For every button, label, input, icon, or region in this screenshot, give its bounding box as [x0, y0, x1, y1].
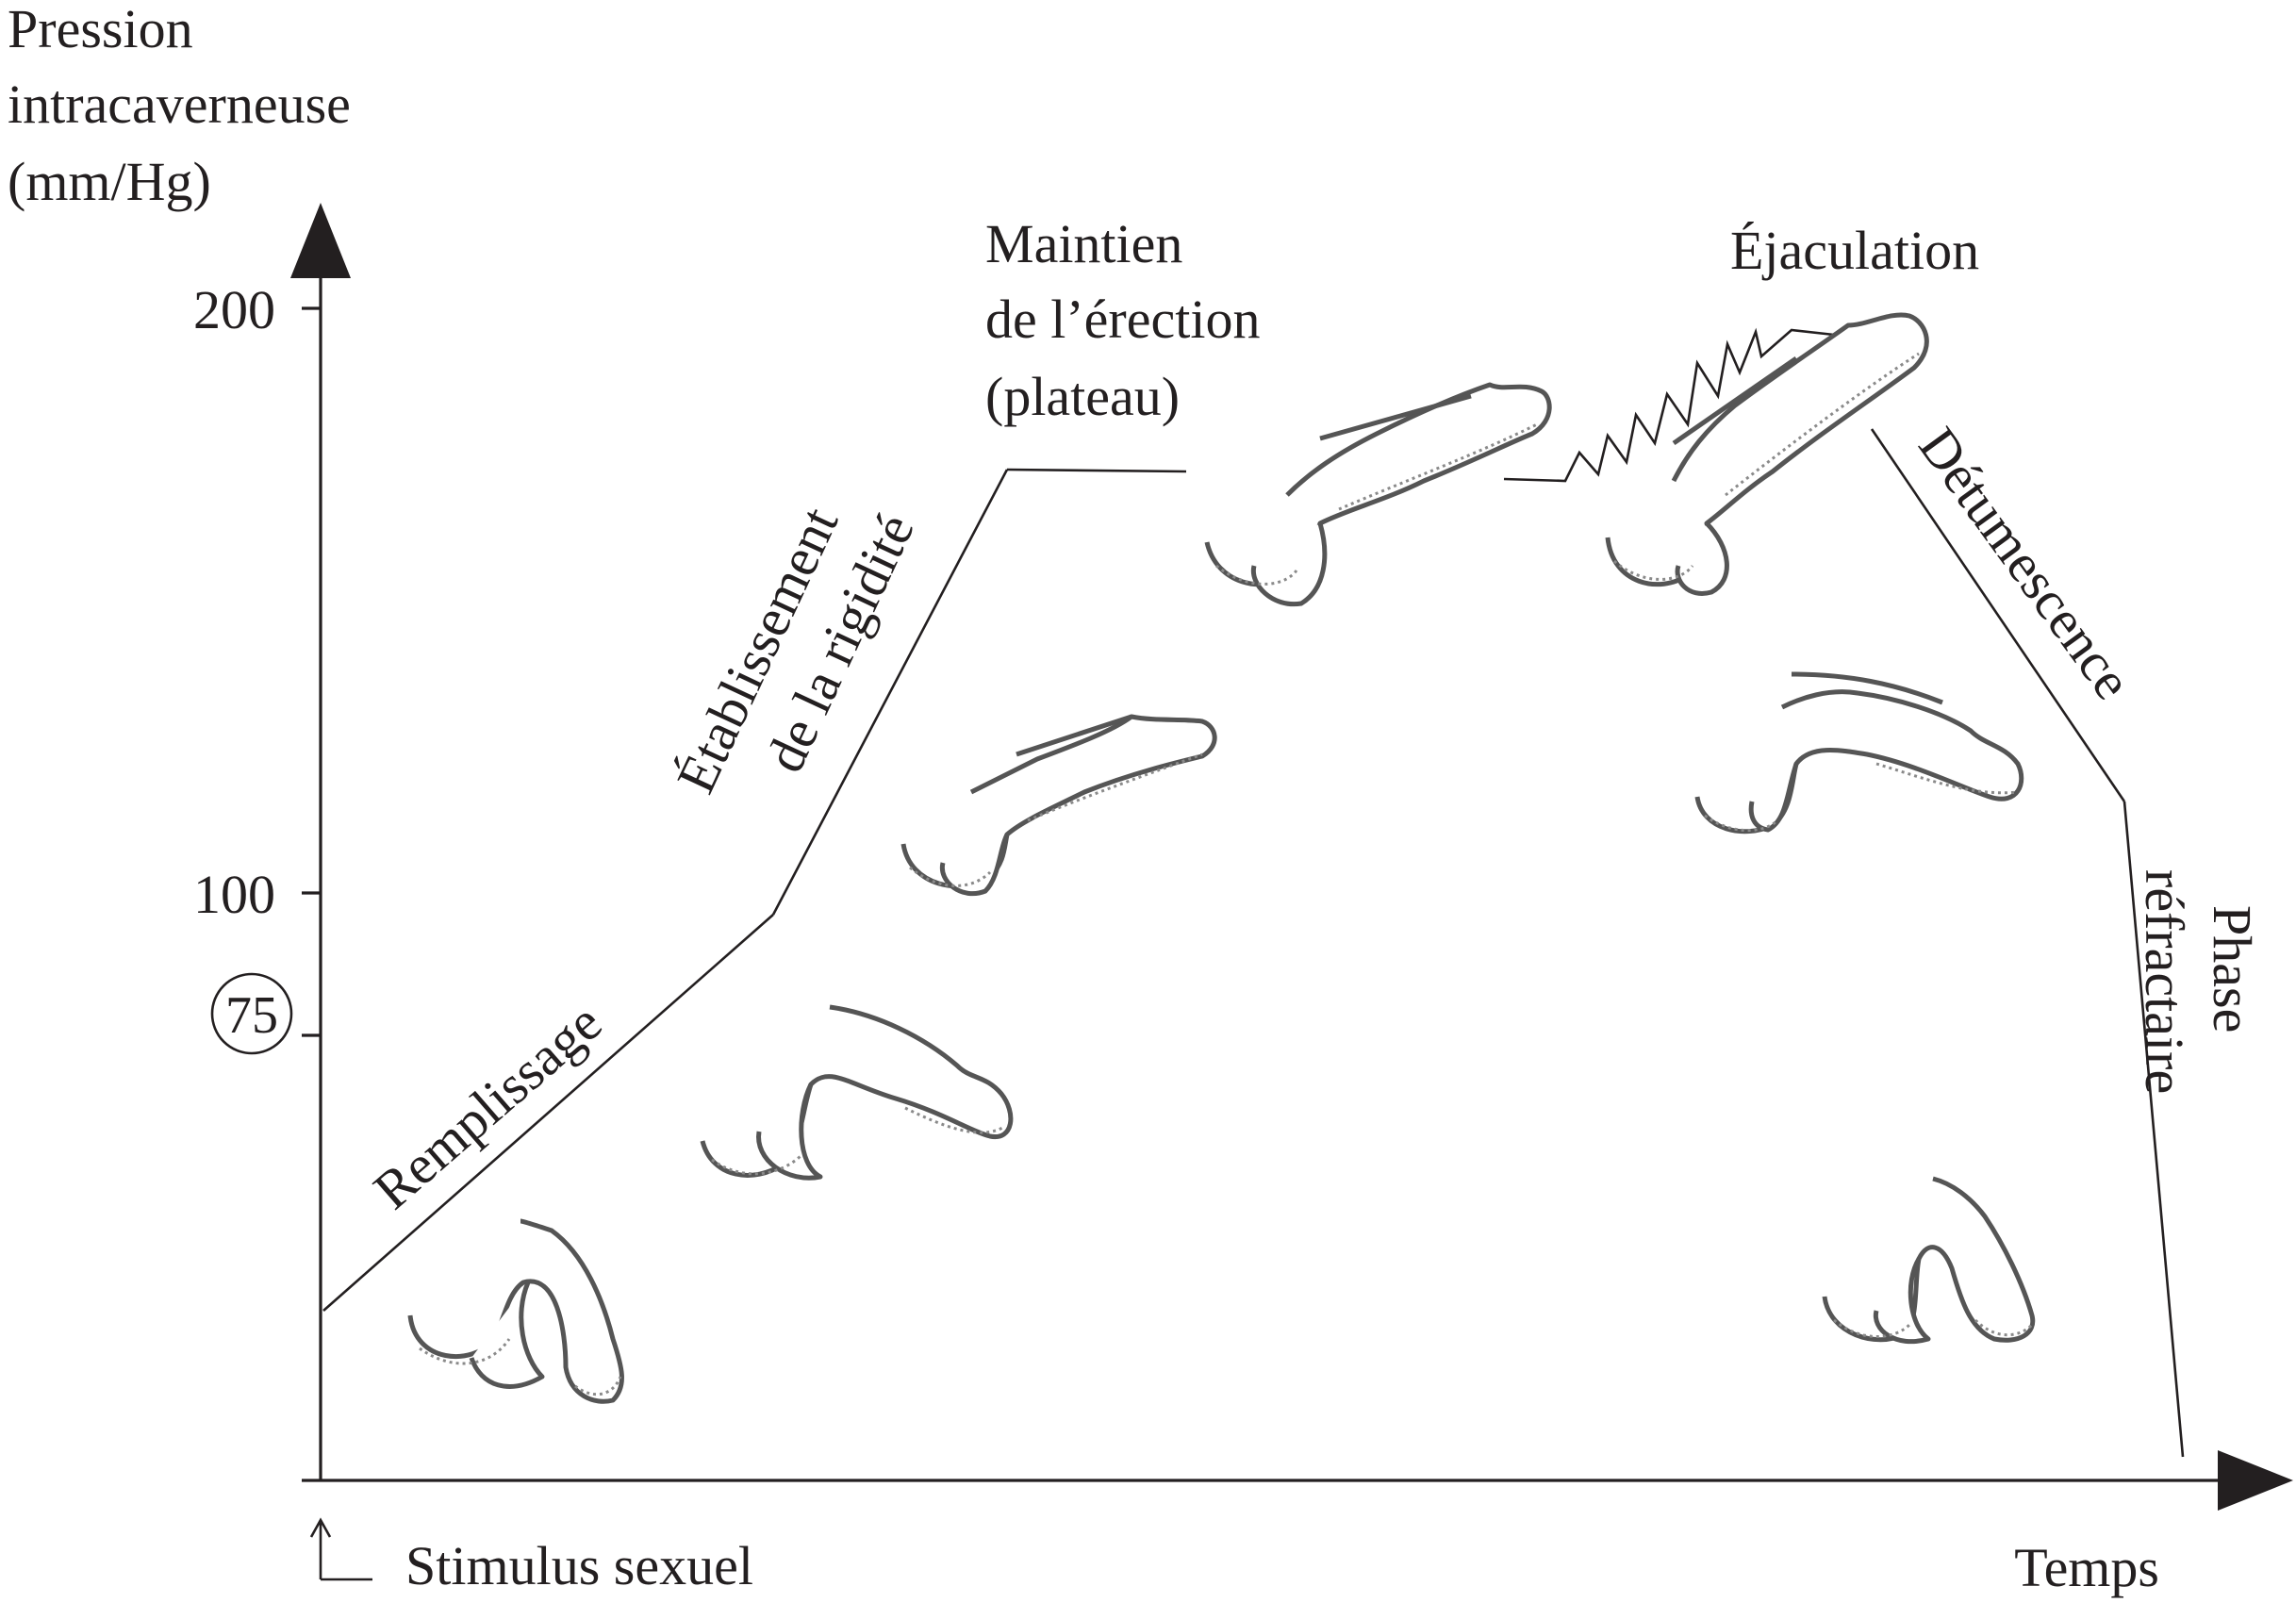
phase-refractory-label: Phase réfractaire — [2134, 869, 2263, 1094]
ejaculation-zigzag — [1503, 327, 1835, 483]
plateau-segment — [1006, 468, 1187, 473]
tick-label-75: 75 — [225, 986, 278, 1045]
y-axis-label-line: Pression — [8, 0, 193, 59]
phase-rigidity-label: Établissement de la rigidité — [665, 474, 926, 833]
phase-plateau-line: de l’érection — [985, 289, 1260, 350]
phase-refractory-line: Phase — [2202, 905, 2263, 1033]
stimulus-label: Stimulus sexuel — [405, 1535, 753, 1596]
tick-label-200: 200 — [193, 279, 275, 340]
rigidity-penis-illustration — [900, 714, 1217, 897]
phase-filling-label: Remplissage — [362, 991, 613, 1221]
tick-label-100: 100 — [193, 864, 275, 925]
phase-plateau-label: Maintien de l’érection (plateau) — [985, 213, 1274, 427]
phase-plateau-line: (plateau) — [985, 366, 1180, 427]
filling-penis-illustration — [700, 1004, 1014, 1181]
phase-ejaculation-label: Éjaculation — [1730, 220, 1979, 281]
y-axis-arrowhead — [290, 203, 351, 278]
detumescence-penis-illustration — [1694, 671, 2024, 835]
phase-plateau-line: Maintien — [985, 213, 1182, 274]
y-axis-label: Pression intracaverneuse (mm/Hg) — [8, 0, 364, 212]
flaccid-penis-illustration — [407, 1218, 624, 1404]
detumescence-segment — [1870, 428, 2126, 802]
refractory-penis-illustration — [1822, 1176, 2036, 1345]
full-erection-penis-illustration — [1204, 382, 1552, 607]
filling-segment — [322, 914, 774, 1312]
y-axis-label-line: (mm/Hg) — [8, 151, 211, 212]
refractory-segment — [2123, 801, 2185, 1458]
rigidity-segment — [771, 469, 1009, 916]
phase-refractory-line: réfractaire — [2134, 869, 2195, 1094]
ejaculation-penis-illustration — [1605, 312, 1929, 596]
x-axis-arrowhead — [2218, 1450, 2293, 1511]
y-axis-label-line: intracaverneuse — [8, 74, 351, 135]
stimulus-arrow-icon — [309, 1517, 372, 1581]
x-axis-label: Temps — [2014, 1537, 2159, 1598]
phase-detumescence-label: Détumescence — [1907, 416, 2143, 710]
tick-75-circle — [210, 972, 293, 1055]
